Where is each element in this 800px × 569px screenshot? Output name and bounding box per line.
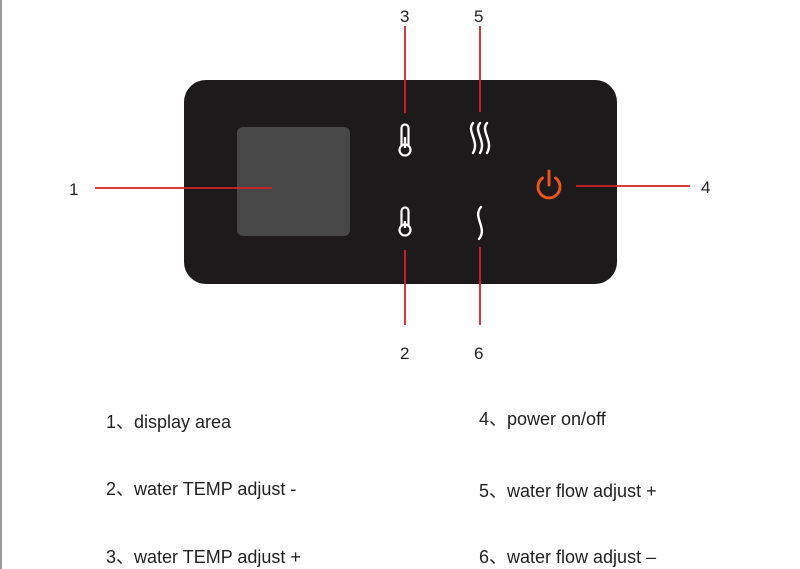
legend-item-temp-minus: 2、water TEMP adjust - — [106, 479, 297, 499]
callout-number-2: 2 — [400, 344, 410, 363]
leader-lines — [95, 26, 690, 325]
temp-minus-thermometer-icon[interactable] — [398, 206, 412, 237]
legend-item-flow-minus: 6、water flow adjust – — [479, 547, 657, 567]
legend-item-flow-plus: 5、water flow adjust + — [479, 481, 657, 501]
page-left-border — [0, 0, 2, 569]
legend-item-display-area: 1、display area — [106, 412, 232, 432]
callout-number-5: 5 — [474, 7, 484, 26]
legend-item-temp-plus: 3、water TEMP adjust + — [106, 547, 301, 567]
temp-plus-thermometer-icon[interactable] — [398, 123, 412, 157]
power-icon[interactable] — [536, 169, 562, 200]
flow-minus-single-wave-icon[interactable] — [476, 205, 484, 241]
callout-number-4: 4 — [701, 178, 711, 197]
legend-item-power: 4、power on/off — [479, 409, 606, 429]
display-area — [237, 127, 350, 236]
callout-number-3: 3 — [400, 7, 410, 26]
callout-number-1: 1 — [69, 180, 79, 199]
flow-plus-triple-wave-icon[interactable] — [469, 121, 491, 155]
callout-number-6: 6 — [474, 344, 484, 363]
